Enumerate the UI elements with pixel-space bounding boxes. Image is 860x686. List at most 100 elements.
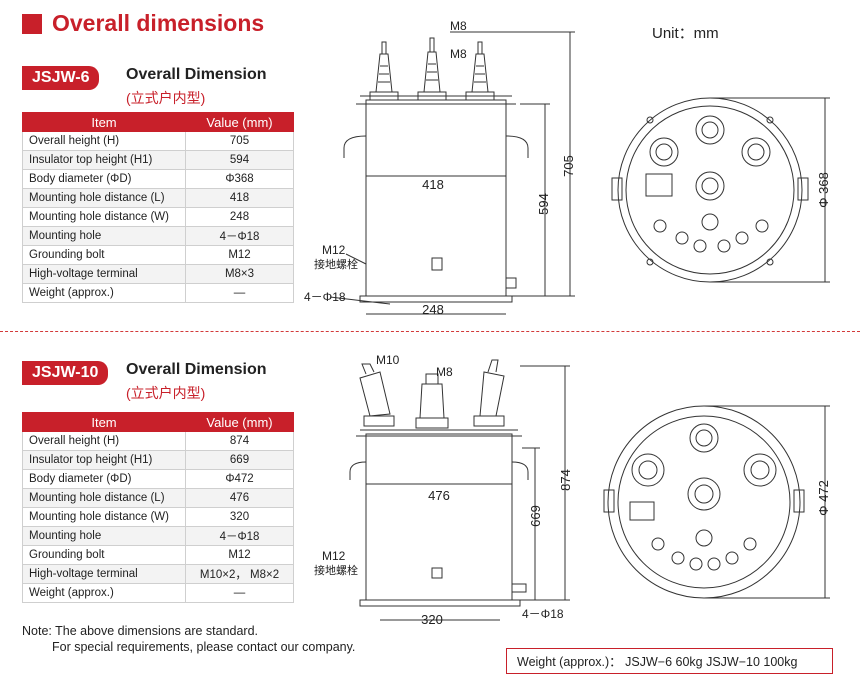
- column-header-item: Item: [22, 412, 186, 432]
- insulator-middle: [415, 373, 449, 429]
- table-row: Mounting hole distance (W)320: [22, 507, 294, 527]
- label-ground-bolt-jsjw6: M12: [322, 243, 346, 257]
- model-tag-jsjw6: JSJW-6: [22, 66, 100, 90]
- column-header-item: Item: [22, 112, 186, 132]
- section-subtitle-jsjw10: (立式户内型): [126, 385, 206, 401]
- cell-value: 4－Φ18: [185, 226, 294, 246]
- section-subtitle-jsjw6: (立式户内型): [126, 90, 206, 106]
- table-row: Weight (approx.)—: [22, 583, 294, 603]
- insulator-left: [359, 363, 395, 427]
- label-m8-top-jsjw6: M8: [450, 19, 467, 33]
- dim-diameter-jsjw6: Φ 368: [816, 172, 831, 208]
- label-ground-text-jsjw10: 接地螺栓: [314, 563, 358, 577]
- cell-value: M12: [185, 545, 294, 565]
- insulator-right: [465, 41, 495, 101]
- label-m8-mid-jsjw6: M8: [450, 47, 467, 61]
- cell-value: 418: [185, 188, 294, 208]
- table-row: Weight (approx.)—: [22, 283, 294, 303]
- label-m10-jsjw10: M10: [376, 353, 400, 367]
- cell-item: Mounting hole: [22, 526, 186, 546]
- table-row: Insulator top height (H1)594: [22, 150, 294, 170]
- cell-item: Weight (approx.): [22, 283, 186, 303]
- cell-item: Overall height (H): [22, 131, 186, 151]
- section-divider: [0, 331, 860, 332]
- note-line-1: Note: The above dimensions are standard.: [22, 624, 259, 638]
- cell-item: High-voltage terminal: [22, 564, 186, 584]
- table-header-row: Item Value (mm): [22, 112, 294, 132]
- dim-width-w-jsjw10: 320: [421, 612, 443, 627]
- dim-height-h-jsjw6: 705: [561, 155, 576, 177]
- label-ground-text-jsjw6: 接地螺栓: [314, 257, 358, 271]
- cell-item: Grounding bolt: [22, 245, 186, 265]
- dim-height-h1-jsjw10: 669: [528, 505, 543, 527]
- unit-label: Unit：mm: [652, 25, 719, 42]
- cell-value: 669: [185, 450, 294, 470]
- cell-value: 4－Φ18: [185, 526, 294, 546]
- cell-item: Weight (approx.): [22, 583, 186, 603]
- section-title-jsjw10: Overall Dimension: [126, 361, 267, 378]
- model-tag-jsjw10: JSJW-10: [22, 361, 109, 385]
- jsjw10-top-view: [603, 405, 830, 599]
- cell-value: 320: [185, 507, 294, 527]
- note-line-2: For special requirements, please contact…: [52, 640, 356, 654]
- table-header-row: Item Value (mm): [22, 412, 294, 432]
- label-holes-jsjw6: 4－Φ18: [304, 290, 346, 304]
- base-plate: [359, 295, 513, 303]
- page-title: Overall dimensions: [52, 10, 265, 36]
- dim-width-w-jsjw6: 248: [422, 302, 444, 317]
- table-row: Body diameter (ΦD)Φ472: [22, 469, 294, 489]
- cell-item: Insulator top height (H1): [22, 450, 186, 470]
- jsjw10-drawing: 476 320 669 874 M10 M8 M12 接地螺栓 4－Φ18 Φ …: [314, 353, 831, 627]
- column-header-value: Value (mm): [185, 112, 294, 132]
- dim-height-h-jsjw10: 874: [558, 469, 573, 491]
- cell-item: Mounting hole distance (L): [22, 488, 186, 508]
- jsjw6-top-view: [611, 97, 830, 283]
- table-row: Mounting hole distance (W)248: [22, 207, 294, 227]
- cell-item: Mounting hole distance (L): [22, 188, 186, 208]
- cell-item: High-voltage terminal: [22, 264, 186, 284]
- nameplate: [431, 567, 443, 579]
- dim-width-l-jsjw10: 476: [428, 488, 450, 503]
- jsjw6-drawing: 418 248 594 705 M8 M8 M12 接地螺栓 4－Φ18 Φ 3…: [304, 19, 831, 317]
- cell-value: 874: [185, 431, 294, 451]
- table-row: Body diameter (ΦD)Φ368: [22, 169, 294, 189]
- cell-value: 476: [185, 488, 294, 508]
- cell-value: Φ368: [185, 169, 294, 189]
- cell-item: Mounting hole distance (W): [22, 207, 186, 227]
- cell-value: M12: [185, 245, 294, 265]
- cell-item: Mounting hole: [22, 226, 186, 246]
- insulator-left: [369, 41, 399, 101]
- label-holes-jsjw10: 4－Φ18: [522, 607, 564, 621]
- section-title-jsjw6: Overall Dimension: [126, 66, 267, 83]
- nameplate: [431, 257, 443, 271]
- cell-value: 705: [185, 131, 294, 151]
- column-header-value: Value (mm): [185, 412, 294, 432]
- cell-value: M10×2， M8×2: [185, 564, 294, 584]
- base-plate: [359, 599, 521, 607]
- cell-value: 248: [185, 207, 294, 227]
- transformer-body: [365, 433, 513, 601]
- label-ground-bolt-jsjw10: M12: [322, 549, 346, 563]
- cell-item: Overall height (H): [22, 431, 186, 451]
- header-square-icon: [22, 14, 42, 34]
- label-m8-jsjw10: M8: [436, 365, 453, 379]
- cell-item: Grounding bolt: [22, 545, 186, 565]
- cell-item: Mounting hole distance (W): [22, 507, 186, 527]
- table-row: Overall height (H)874: [22, 431, 294, 451]
- dim-height-h1-jsjw6: 594: [536, 193, 551, 215]
- cell-value: —: [185, 283, 294, 303]
- insulator-middle: [417, 37, 447, 101]
- cell-item: Body diameter (ΦD): [22, 169, 186, 189]
- table-row: Mounting hole distance (L)476: [22, 488, 294, 508]
- dim-width-l-jsjw6: 418: [422, 177, 444, 192]
- cell-value: 594: [185, 150, 294, 170]
- insulator-right: [473, 359, 505, 427]
